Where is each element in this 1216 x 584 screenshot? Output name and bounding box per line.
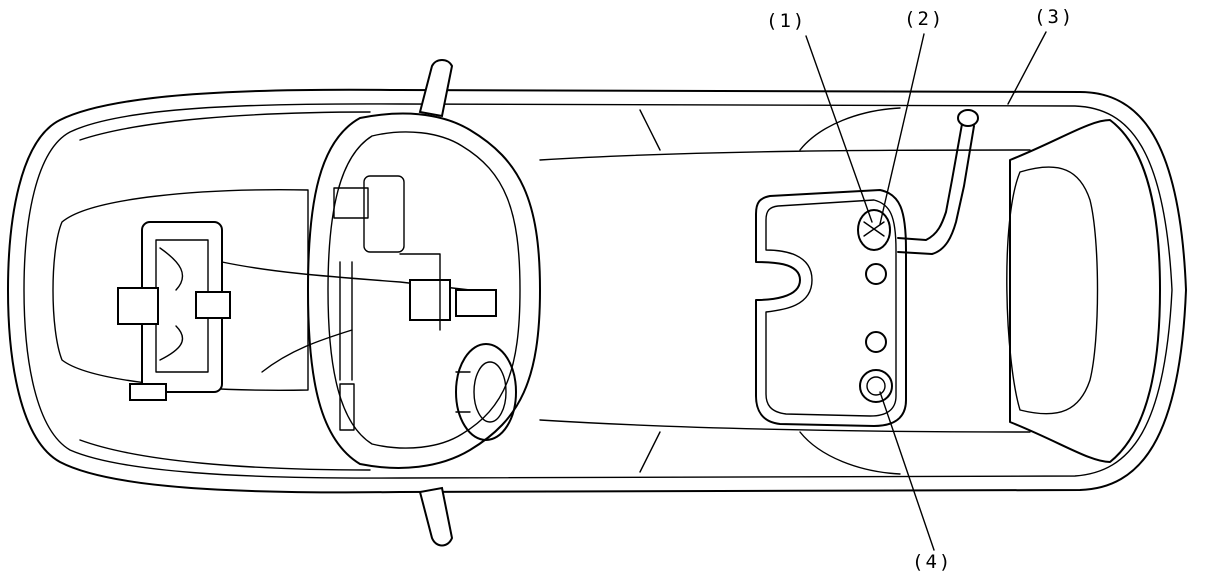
fuel-filler-cap bbox=[957, 109, 979, 127]
steering-wheel bbox=[455, 343, 517, 441]
fuel-filler-pipe-outer bbox=[897, 125, 975, 255]
callout-label-4: (4) bbox=[912, 551, 953, 573]
leader-line-1 bbox=[805, 35, 873, 223]
door-line-top bbox=[639, 109, 661, 151]
windshield-frame bbox=[307, 112, 541, 469]
service-hole-1 bbox=[865, 263, 887, 285]
engine-harness bbox=[221, 261, 471, 291]
fuel-filler-pipe bbox=[897, 123, 963, 241]
fuel-tank bbox=[755, 189, 907, 427]
service-hole-2 bbox=[865, 331, 887, 353]
car-body-inner-outline bbox=[23, 103, 1173, 479]
engine-hose bbox=[261, 329, 353, 373]
front-fender-line-top bbox=[79, 111, 371, 141]
fuel-level-sensor-inner bbox=[866, 376, 886, 396]
rear-window-inner bbox=[1006, 166, 1099, 415]
side-mirror-bottom bbox=[418, 486, 454, 547]
roof-line-bottom bbox=[539, 419, 1031, 433]
engine-assembly bbox=[117, 221, 231, 401]
front-fender-line-bottom bbox=[79, 439, 371, 471]
callout-label-3: (3) bbox=[1034, 6, 1075, 28]
rear-pillar-bottom bbox=[799, 431, 901, 475]
leader-line-3 bbox=[1007, 31, 1047, 105]
leader-line-2 bbox=[879, 33, 925, 225]
door-line-bottom bbox=[639, 431, 661, 473]
callout-label-1: (1) bbox=[766, 10, 807, 32]
fuel-pump bbox=[857, 209, 891, 251]
windshield-inner bbox=[327, 131, 521, 449]
callout-label-2: (2) bbox=[904, 8, 945, 30]
roof-line-top bbox=[539, 149, 1031, 161]
rear-window-frame bbox=[1009, 119, 1161, 463]
car-body-outline bbox=[7, 88, 1187, 494]
dashboard-components bbox=[333, 175, 497, 431]
fuel-tank-inner bbox=[765, 199, 897, 417]
fuel-level-sensor bbox=[859, 369, 893, 403]
rear-pillar-top bbox=[799, 107, 901, 151]
leader-line-4 bbox=[879, 391, 935, 551]
side-mirror-top bbox=[418, 59, 454, 118]
